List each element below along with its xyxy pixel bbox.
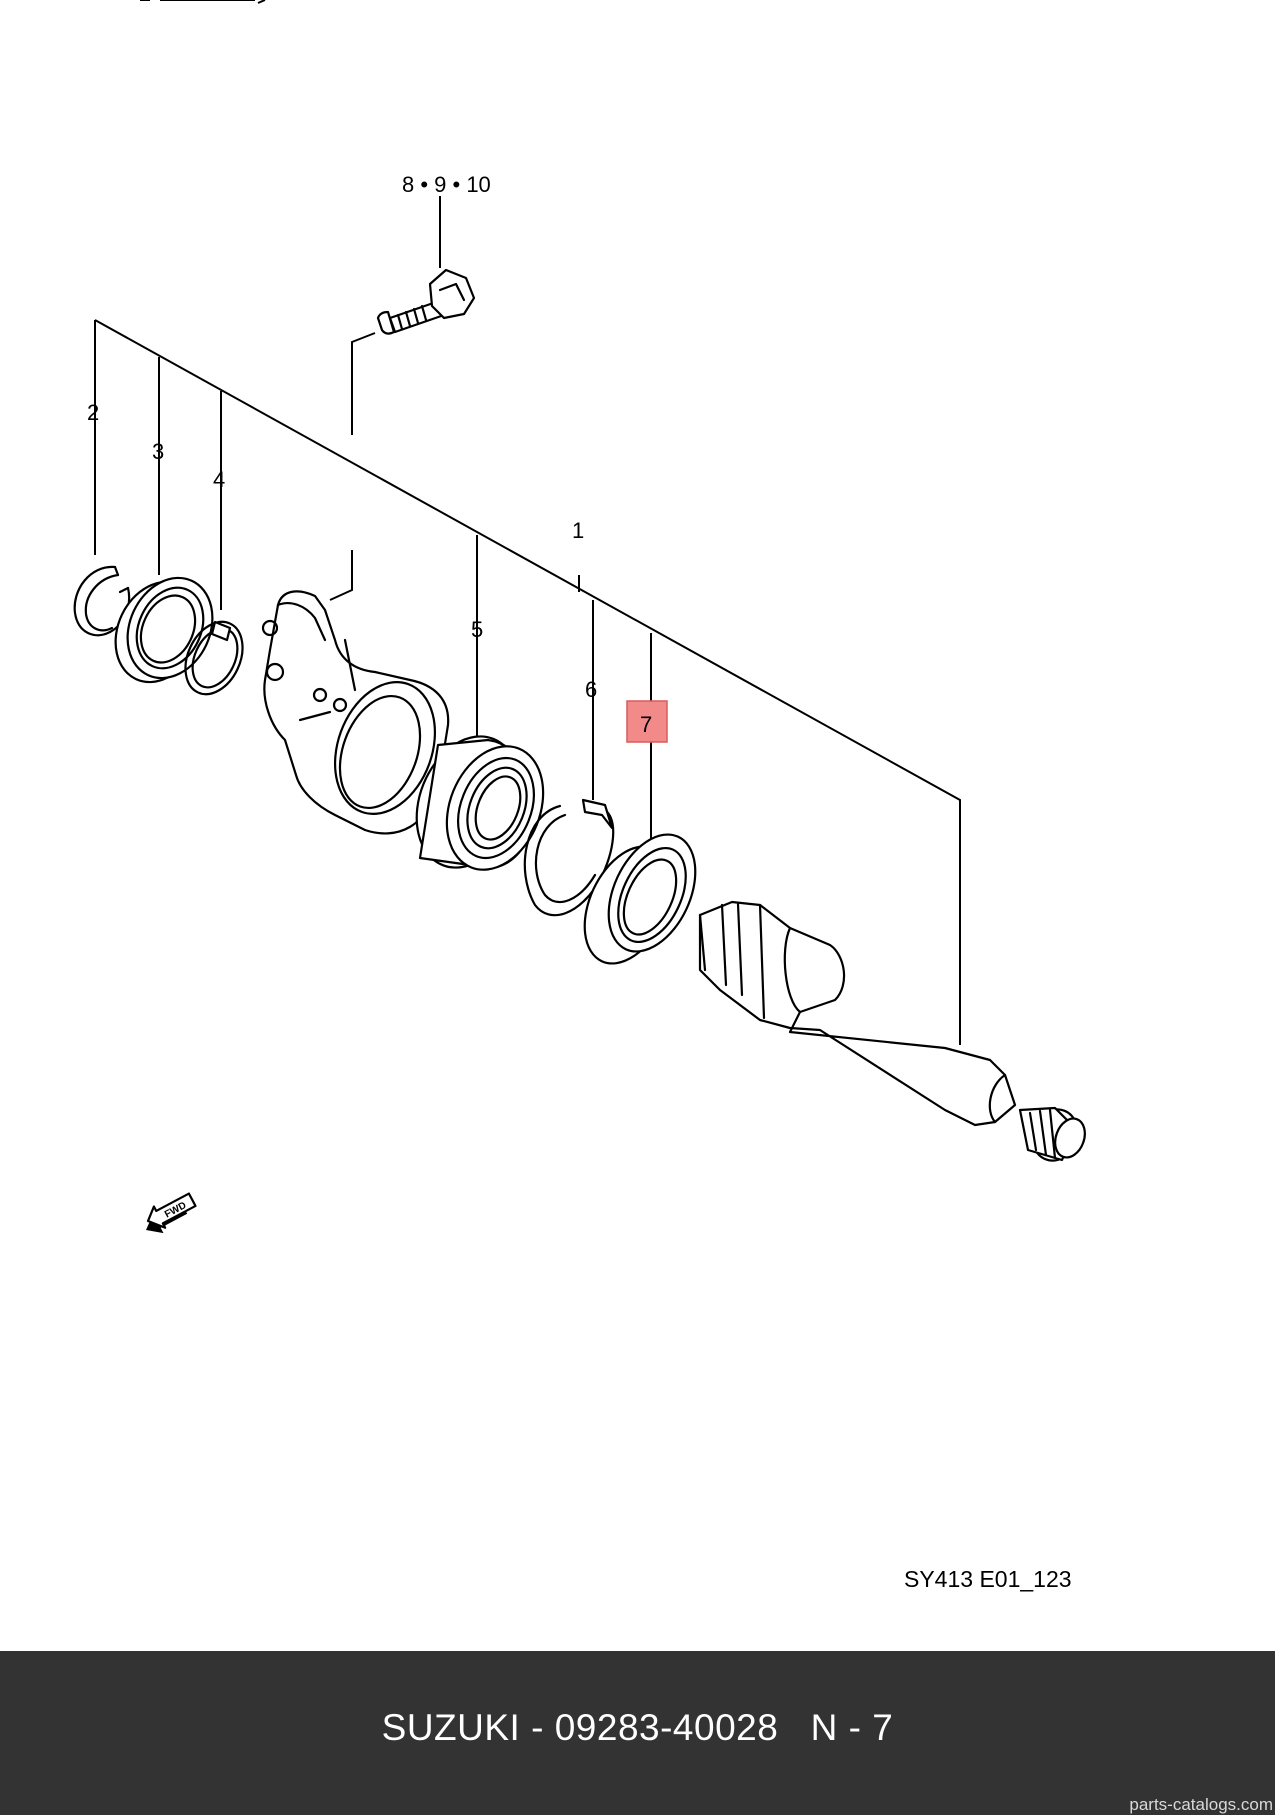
parts-diagram: FWD 8 • 9 • 10 2 3 4 1 5 6 7 SY413 E01_1… — [73, 0, 1086, 1592]
oil-seal-3 — [114, 576, 214, 684]
reference-code: SY413 E01_123 — [904, 1566, 1072, 1592]
oil-seal-7 — [583, 833, 697, 965]
part-label-2: 2 — [87, 400, 99, 425]
drive-shaft — [698, 900, 1086, 1162]
part-label-1: 1 — [572, 518, 584, 543]
fwd-arrow-icon: FWD — [146, 1192, 197, 1234]
footer-part-title: SUZUKI - 09283-40028 N - 7 — [381, 1707, 894, 1748]
part-label-8-9-10: 8 • 9 • 10 — [402, 172, 491, 197]
snap-ring-6 — [523, 798, 615, 917]
footer-bar: SUZUKI - 09283-40028 N - 7 parts-catalog… — [0, 1651, 1275, 1815]
part-label-5: 5 — [471, 617, 483, 642]
bolt-part — [376, 268, 476, 335]
part-label-4: 4 — [213, 467, 225, 492]
bearing-5 — [415, 735, 545, 871]
bearing-housing — [261, 590, 450, 835]
highlight-box-part-7[interactable] — [626, 700, 668, 743]
part-label-3: 3 — [152, 439, 164, 464]
leader-lines — [94, 196, 961, 1045]
cropped-heading-fragment — [140, 0, 266, 4]
watermark-text: parts-catalogs.com — [1129, 1795, 1273, 1814]
part-label-7[interactable]: 7 — [640, 712, 652, 737]
part-label-6: 6 — [585, 677, 597, 702]
circlip-4 — [184, 620, 244, 696]
